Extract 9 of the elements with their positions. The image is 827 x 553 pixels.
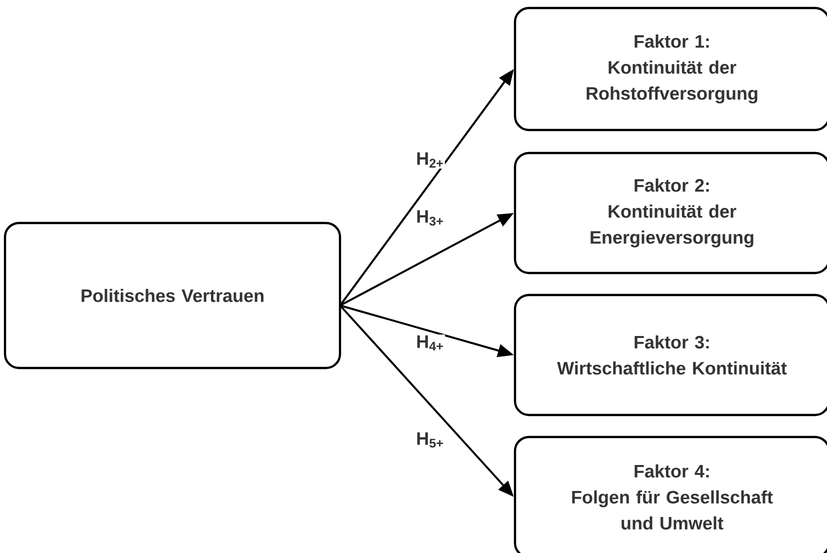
process-box: Politisches Vertrauen <box>4 222 342 370</box>
edge-label: H$_{4+}$ <box>415 334 445 352</box>
edge-label: H$_{5+}$ <box>415 431 445 449</box>
process-box: Faktor 2: Kontinuität der Energieversorgung <box>514 152 827 274</box>
edge-label: H$_{2+}$ <box>415 151 445 169</box>
edge-label: H$_{3+}$ <box>415 209 445 227</box>
process-box: Faktor 4: Folgen für Gesellschaft und Umwelt <box>514 436 827 553</box>
process-box: Faktor 3: Wirtschaftliche Kontinuität <box>514 294 827 416</box>
process-box: Faktor 1: Kontinuität der Rohstoffversorgung <box>514 6 827 132</box>
